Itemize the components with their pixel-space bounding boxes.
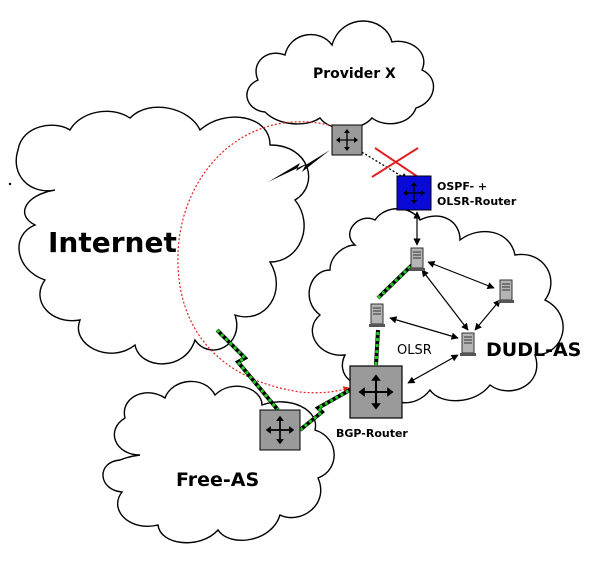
olsr-node-1 [408,247,426,272]
lightning-link-icon [268,150,330,182]
cloud-dudl-as [308,208,564,404]
ospf-router-label-line1: OSPF- + [437,180,487,193]
cloud-free-as [102,380,335,544]
ospf-router-label-line2: OLSR-Router [437,195,517,208]
green-link-free-bgp [298,388,351,432]
ospf-olsr-router [396,175,432,211]
red-route-path [177,121,351,394]
free-as-router [259,409,301,451]
provider-router [331,124,363,156]
olsr-node-4 [459,332,477,357]
dudl-as-label: DUDL-AS [486,339,581,361]
bgp-router [349,365,403,419]
olsr-node-2 [497,279,515,304]
olsr-label: OLSR [397,343,432,358]
internet-label: Internet [48,226,177,259]
provider-x-label: Provider X [313,66,396,82]
olsr-mesh-links [389,211,501,384]
green-link-bgp-olsr [374,263,414,366]
free-as-label: Free-AS [176,469,259,491]
olsr-node-3 [368,303,386,328]
server-icon [459,332,477,357]
server-icon [408,247,426,272]
server-icon [497,279,515,304]
bgp-router-label: BGP-Router [336,427,408,440]
blocked-x-icon [371,147,419,178]
cloud-internet [15,106,310,365]
server-icon [368,303,386,328]
green-link-internet-free [215,328,280,412]
stray-dot [8,182,12,186]
